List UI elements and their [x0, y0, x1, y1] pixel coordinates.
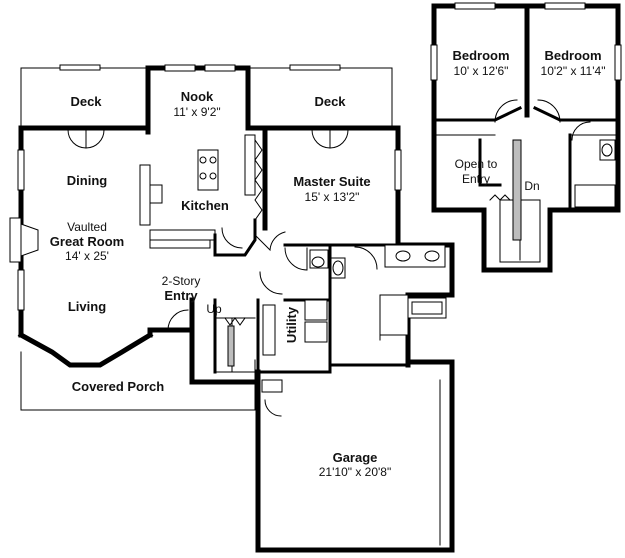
entry-prefix: 2-Story: [162, 274, 201, 288]
upper-floor-walls: [430, 2, 622, 273]
master-suite-label: Master Suite: [293, 174, 370, 189]
bedroom-1-label: Bedroom: [452, 48, 509, 63]
great-room-size: 14' x 25': [65, 249, 109, 263]
garage-size: 21'10" x 20'8": [319, 465, 392, 479]
room-labels: Deck Nook 11' x 9'2" Deck Dining Kitchen…: [50, 48, 606, 479]
dining-label: Dining: [67, 173, 107, 188]
bedroom-2-size: 10'2" x 11'4": [541, 64, 606, 78]
bedroom-2-label: Bedroom: [544, 48, 601, 63]
bedroom-1-size: 10' x 12'6": [454, 64, 509, 78]
covered-porch-label: Covered Porch: [72, 379, 165, 394]
deck-right-label: Deck: [314, 94, 346, 109]
kitchen-label: Kitchen: [181, 198, 229, 213]
nook-size: 11' x 9'2": [173, 105, 220, 119]
nook-label: Nook: [181, 89, 214, 104]
master-suite-size: 15' x 13'2": [305, 190, 360, 204]
stairs-up-label: Up: [206, 302, 222, 316]
entry-label: Entry: [164, 288, 198, 303]
great-room-prefix: Vaulted: [67, 220, 107, 234]
utility-label: Utility: [284, 306, 299, 343]
great-room-label: Great Room: [50, 234, 124, 249]
open-to-entry-line1: Open to: [455, 157, 498, 171]
deck-left-label: Deck: [70, 94, 102, 109]
living-label: Living: [68, 299, 106, 314]
open-to-entry-line2: Entry: [462, 172, 490, 186]
main-floor-doors: [67, 129, 378, 417]
stairs-down-label: Dn: [524, 179, 539, 193]
garage-label: Garage: [333, 450, 378, 465]
main-floor-walls: [9, 64, 455, 553]
